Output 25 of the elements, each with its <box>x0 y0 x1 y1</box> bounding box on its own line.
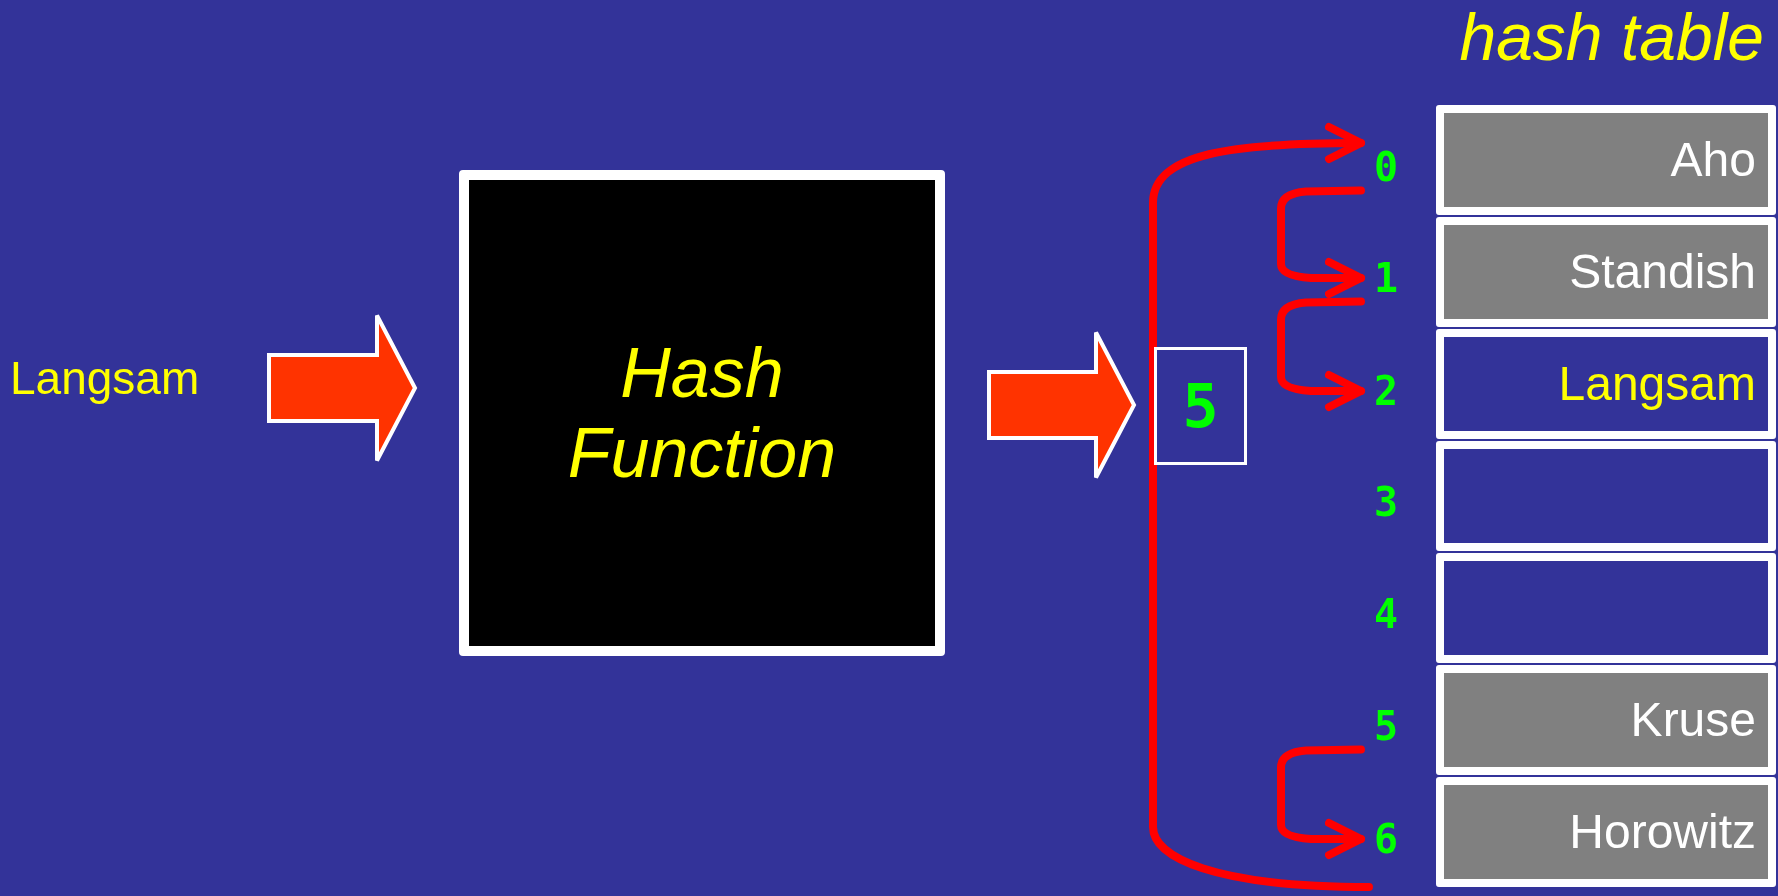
box-label: Hash Function <box>566 332 838 494</box>
index-number: 4 <box>1361 586 1411 642</box>
table-slot: Aho <box>1436 105 1776 215</box>
table-slot: Langsam <box>1436 329 1776 439</box>
index-number: 0 <box>1361 139 1411 195</box>
hash-value-box: 5 <box>1154 347 1247 465</box>
empty-slot <box>1436 441 1776 551</box>
index-number: 6 <box>1361 811 1411 867</box>
index-number: 2 <box>1361 363 1411 419</box>
empty-slot <box>1436 553 1776 663</box>
index-number: 1 <box>1361 250 1411 306</box>
block-arrow <box>267 313 418 463</box>
probe-arrow <box>1277 745 1365 859</box>
hash-function-box <box>459 170 945 656</box>
table-title: hash table <box>1459 0 1764 76</box>
probe-arrow <box>1149 123 1373 891</box>
probe-arrow <box>1277 186 1365 298</box>
input-key: Langsam <box>10 350 235 406</box>
block-arrow <box>987 330 1137 480</box>
probe-arrow <box>1277 297 1365 411</box>
index-number: 3 <box>1361 474 1411 530</box>
index-number: 5 <box>1361 698 1411 754</box>
table-slot: Kruse <box>1436 665 1776 775</box>
table-slot: Standish <box>1436 217 1776 327</box>
table-slot: Horowitz <box>1436 777 1776 887</box>
